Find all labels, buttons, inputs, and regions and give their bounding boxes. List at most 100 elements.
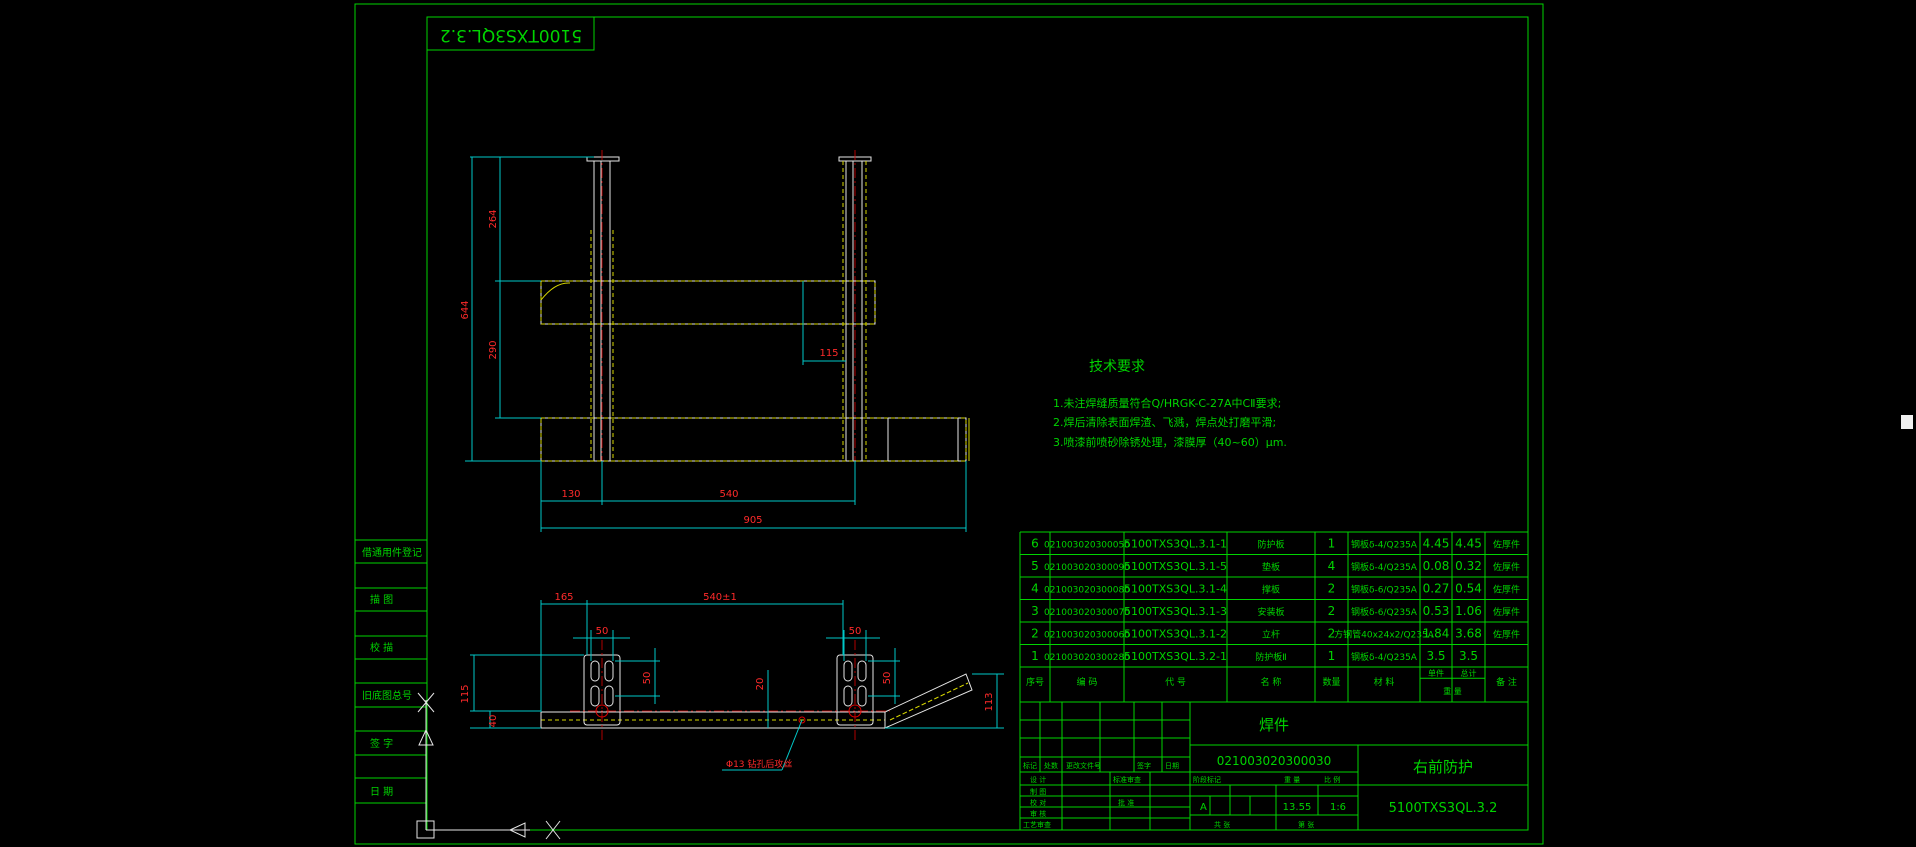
svg-text:工艺审查: 工艺审查 xyxy=(1023,820,1051,829)
bom-row-3-no: 3 xyxy=(1031,604,1039,618)
bom-row-6-name: 防护板 xyxy=(1257,538,1284,550)
dim-115b: 115 xyxy=(460,684,471,703)
bom-row-2-material: 方钢管40x24x2/Q235A xyxy=(1334,628,1435,640)
bom-row-5-qty: 4 xyxy=(1328,559,1336,573)
bom-row-5-no: 5 xyxy=(1031,559,1039,573)
part-type: 焊件 xyxy=(1259,716,1289,734)
svg-text:描 图: 描 图 xyxy=(370,593,393,606)
svg-text:日期: 日期 xyxy=(1165,762,1179,770)
tech-line-3: 3.喷漆前喷砂除锈处理，漆膜厚（40~60）μm. xyxy=(1053,435,1287,449)
bom-header-total: 总计 xyxy=(1461,668,1477,678)
inner-frame xyxy=(426,16,1529,831)
svg-text:日 期: 日 期 xyxy=(370,786,393,798)
bom-row-4-no: 4 xyxy=(1031,581,1039,595)
bom-row-5-total_wt: 0.32 xyxy=(1455,559,1482,573)
dim-20: 20 xyxy=(755,678,766,691)
dim-264: 264 xyxy=(488,209,499,228)
svg-text:更改文件号: 更改文件号 xyxy=(1066,761,1101,770)
tech-requirements: 技术要求 1.未注焊缝质量符合Q/HRGK-C-27A中CⅡ要求; 2.焊后清除… xyxy=(1053,359,1287,449)
part-code: 021003020300030 xyxy=(1217,754,1332,768)
bom-header-weight: 重 量 xyxy=(1443,686,1462,696)
dim-540x1: 540±1 xyxy=(703,592,737,603)
drawing-no: 5100TXS3QL.3.2 xyxy=(1389,801,1498,816)
svg-text:共 张: 共 张 xyxy=(1214,820,1230,829)
svg-text:旧底图总号: 旧底图总号 xyxy=(362,689,412,702)
dim-130: 130 xyxy=(561,489,580,500)
svg-text:重 量: 重 量 xyxy=(1284,776,1300,784)
ucs-icon xyxy=(416,692,561,840)
bom-row-5-material: 钢板δ-4/Q235A xyxy=(1351,561,1418,573)
bom-row-1-drawing: 5100TXS3QL.3.2-1 xyxy=(1124,650,1227,663)
bom-row-4-material: 钢板δ-6/Q235A xyxy=(1351,583,1418,595)
part-name: 右前防护 xyxy=(1413,758,1473,776)
svg-text:校 描: 校 描 xyxy=(370,641,393,654)
bom-row-6-qty: 1 xyxy=(1328,536,1336,550)
dim-113: 113 xyxy=(984,692,995,711)
bom-header-drawing: 代 号 xyxy=(1165,677,1186,688)
svg-text:批 准: 批 准 xyxy=(1118,798,1134,807)
vertical-scrollbar[interactable] xyxy=(1898,0,1916,847)
bom-row-4-unit_wt: 0.27 xyxy=(1423,581,1450,595)
bom-row-6-no: 6 xyxy=(1031,536,1039,550)
dim-905: 905 xyxy=(743,515,762,526)
bom-row-4-code: 021003020300080 xyxy=(1044,585,1130,595)
dim-50d: 50 xyxy=(882,672,893,685)
dim-290: 290 xyxy=(488,340,499,359)
scale-value: 1:6 xyxy=(1330,802,1346,813)
bom-row-3-unit_wt: 0.53 xyxy=(1423,604,1450,618)
bom-row-2-unit_wt: 1.84 xyxy=(1423,626,1450,640)
bom-row-4-note: 佐厚件 xyxy=(1493,583,1520,595)
svg-text:制 图: 制 图 xyxy=(1030,787,1046,796)
bottom-view: 165 540±1 50 50 50 50 20 115 40 113 Φ13 xyxy=(460,592,1004,771)
bom-row-2-note: 佐厚件 xyxy=(1493,628,1520,640)
bom-header-name: 名 称 xyxy=(1261,676,1282,688)
svg-text:签字: 签字 xyxy=(1137,761,1151,770)
bom-row-4-total_wt: 0.54 xyxy=(1455,581,1482,595)
svg-text:比 例: 比 例 xyxy=(1324,775,1340,784)
bom-row-4-name: 撑板 xyxy=(1262,583,1280,595)
tech-title: 技术要求 xyxy=(1089,359,1145,375)
bom-row-5-unit_wt: 0.08 xyxy=(1423,559,1450,573)
bom-row-3-drawing: 5100TXS3QL.3.1-3 xyxy=(1124,605,1227,618)
bom-row-6-code: 021003020300050 xyxy=(1044,540,1130,550)
title-block: 标记 处数 更改文件号 签字 日期 设 计 制 图 校 对 审 核 工艺审查 标… xyxy=(1019,701,1529,831)
scroll-thumb[interactable] xyxy=(1901,415,1913,429)
svg-text:设 计: 设 计 xyxy=(1030,775,1046,784)
bom-header-qty: 数量 xyxy=(1322,676,1340,688)
bom-row-3-total_wt: 1.06 xyxy=(1455,604,1482,618)
bom-row-1-total_wt: 3.5 xyxy=(1459,649,1478,663)
bom-row-2-no: 2 xyxy=(1031,626,1039,640)
bom-row-5-note: 佐厚件 xyxy=(1493,561,1520,573)
bom-row-2-total_wt: 3.68 xyxy=(1455,626,1482,640)
bom-row-1-material: 钢板δ-4/Q235A xyxy=(1351,651,1418,663)
bom-row-5-code: 021003020300090 xyxy=(1044,563,1130,573)
svg-text:审 核: 审 核 xyxy=(1030,809,1046,818)
bom-row-1-code: 021003020300280 xyxy=(1044,653,1130,663)
bom-row-6-material: 钢板δ-4/Q235A xyxy=(1351,538,1418,550)
dim-540: 540 xyxy=(719,489,738,500)
bom-row-6-note: 佐厚件 xyxy=(1493,538,1520,550)
bom-row-2-code: 021003020300060 xyxy=(1044,630,1130,640)
stamp-code: 5100TXS3QL.3.2 xyxy=(440,25,582,45)
bom-row-1-no: 1 xyxy=(1031,649,1039,663)
bom-row-1-unit_wt: 3.5 xyxy=(1426,649,1445,663)
svg-text:处数: 处数 xyxy=(1044,761,1058,770)
front-view: 264 290 644 115 130 540 905 xyxy=(460,150,970,532)
bom-row-5-name: 垫板 xyxy=(1262,561,1280,573)
bom-row-4-drawing: 5100TXS3QL.3.1-4 xyxy=(1124,582,1227,595)
bom-row-3-name: 安装板 xyxy=(1257,606,1284,618)
bom-row-6-total_wt: 4.45 xyxy=(1455,536,1482,550)
svg-text:标准审查: 标准审查 xyxy=(1113,775,1141,784)
hole-note: Φ13 钻孔后攻丝 xyxy=(726,758,792,770)
bom-row-1-qty: 1 xyxy=(1328,649,1336,663)
bom-row-2-name: 立杆 xyxy=(1262,628,1280,640)
bom-row-6-unit_wt: 4.45 xyxy=(1423,536,1450,550)
bom-row-3-material: 钢板δ-6/Q235A xyxy=(1351,606,1418,618)
svg-text:校 对: 校 对 xyxy=(1030,798,1046,807)
mirrored-stamp: 5100TXS3QL.3.2 xyxy=(426,16,595,51)
tech-line-2: 2.焊后清除表面焊渣、飞溅，焊点处打磨平滑; xyxy=(1053,415,1276,429)
stage-value: A xyxy=(1200,802,1207,813)
bom-row-2-qty: 2 xyxy=(1328,626,1336,640)
